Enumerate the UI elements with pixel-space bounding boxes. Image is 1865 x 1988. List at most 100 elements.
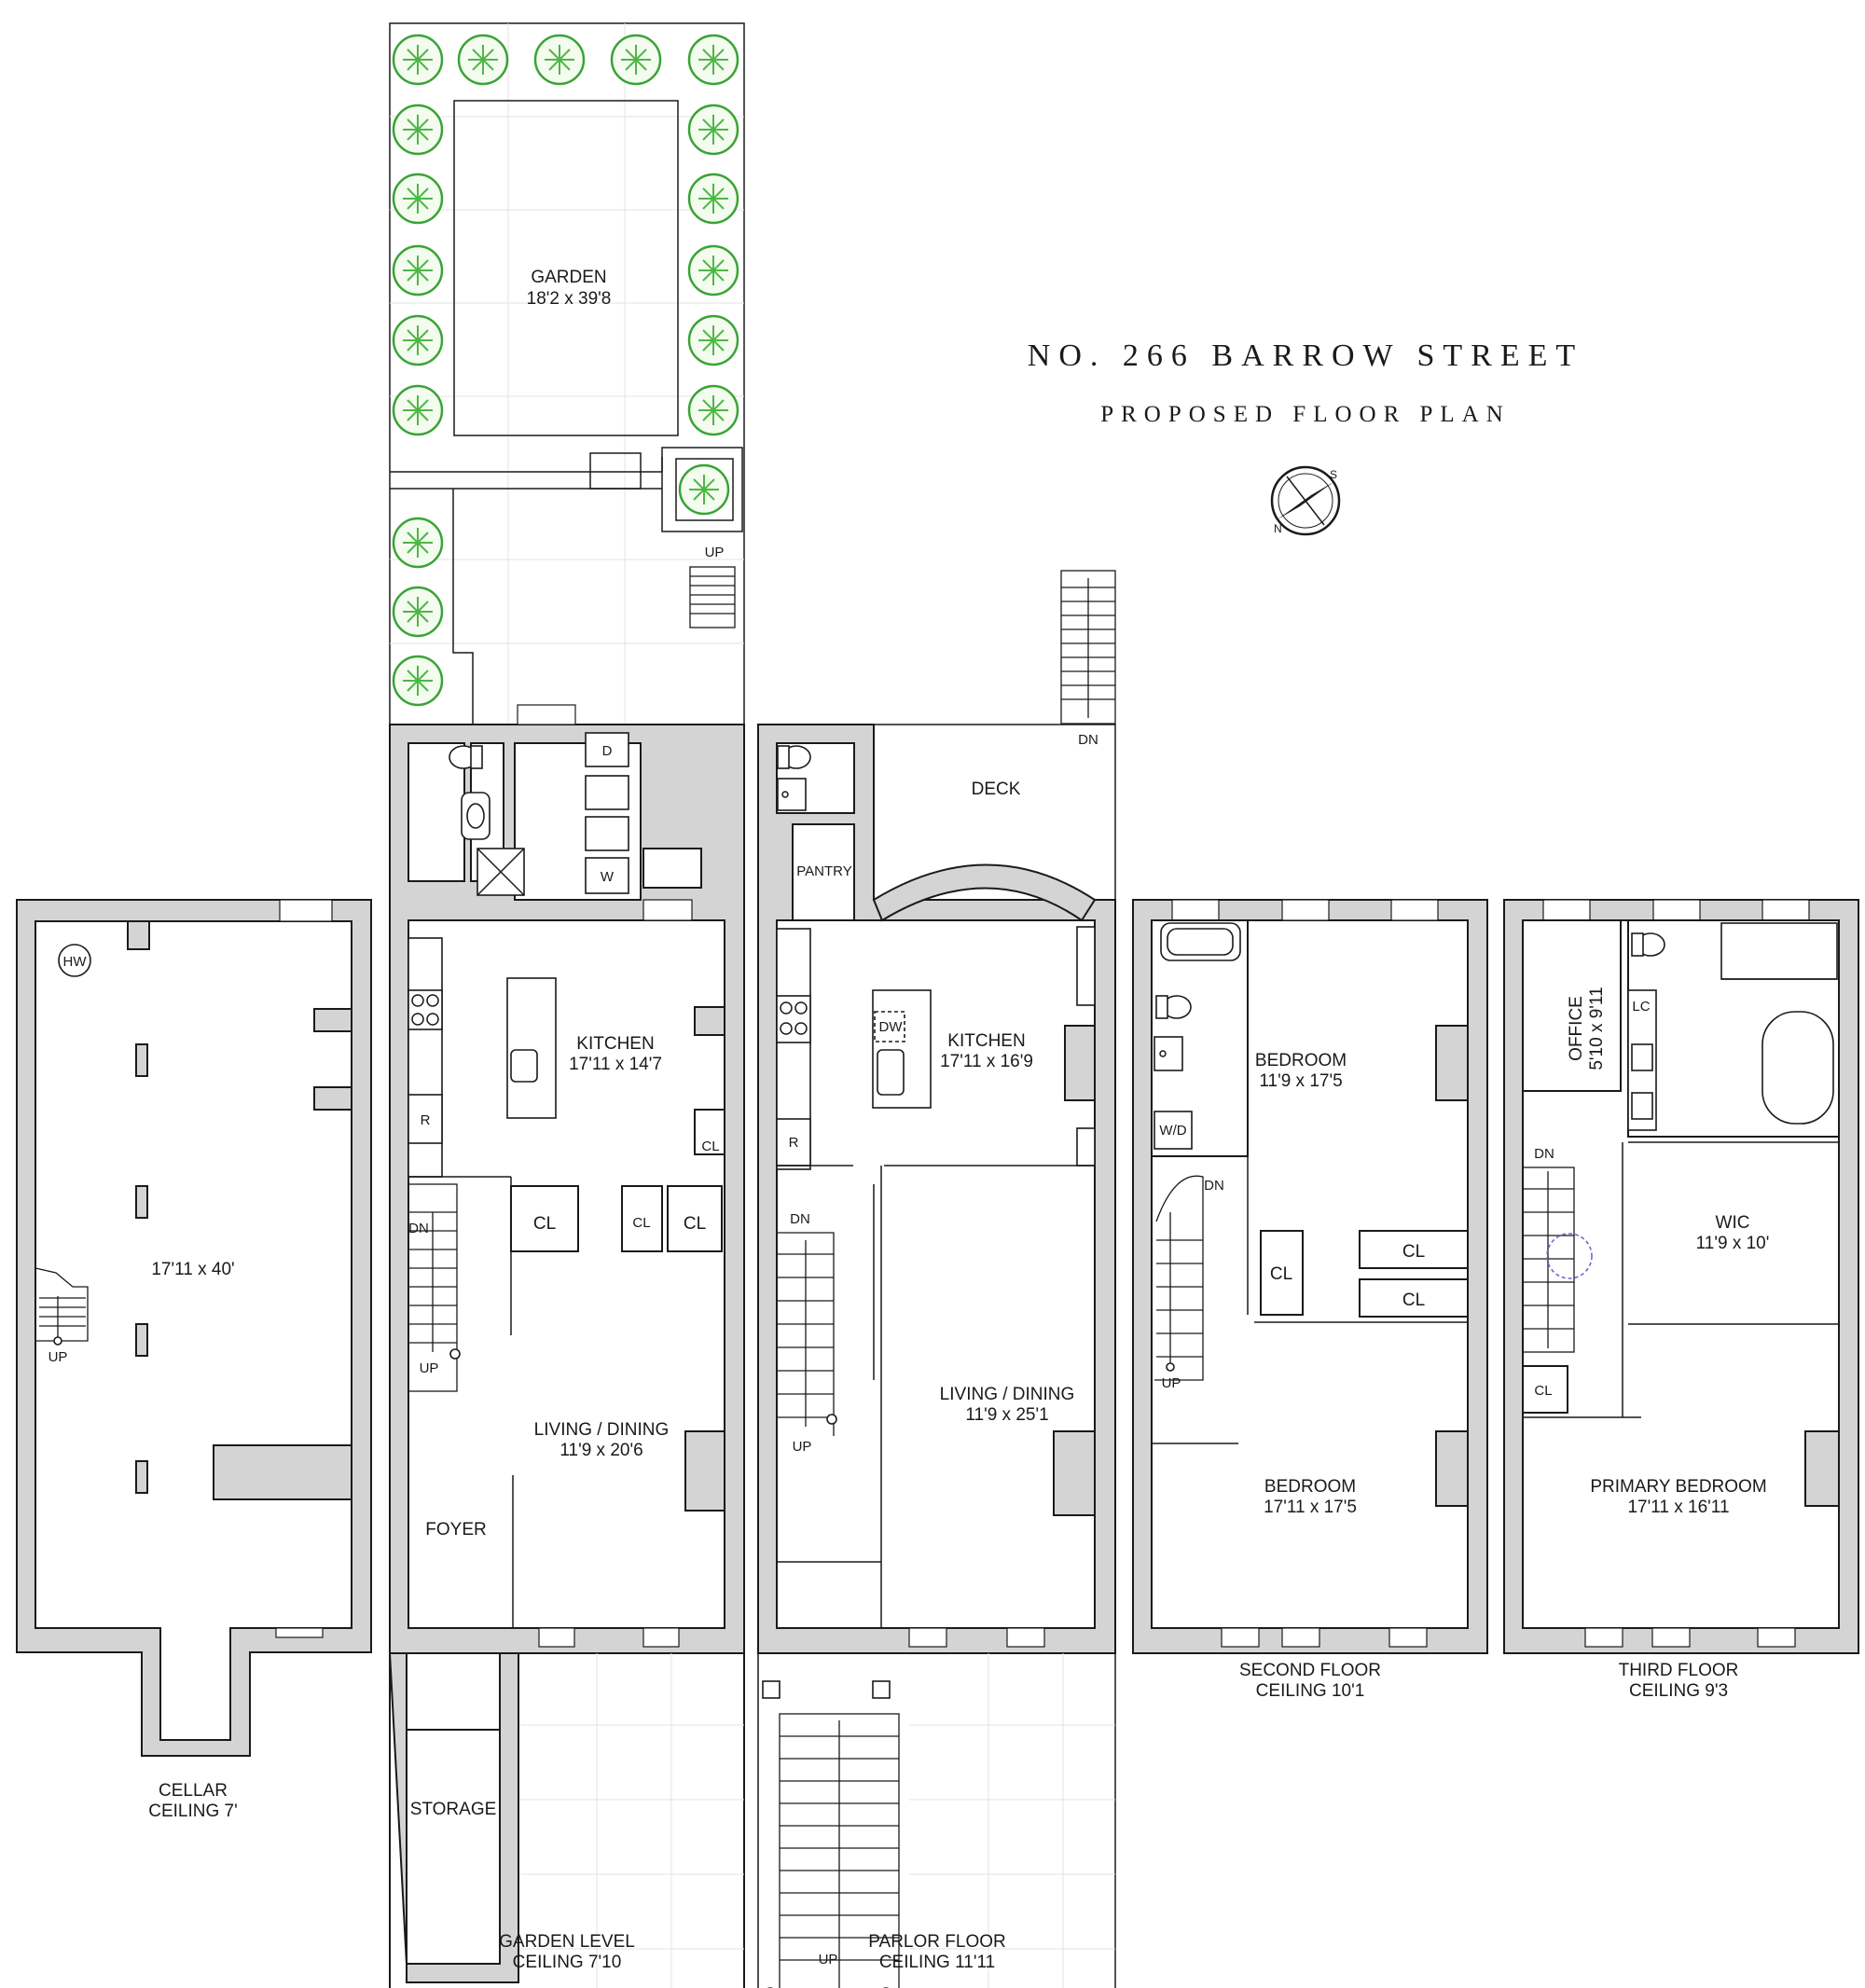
toilet-icon [1631,932,1665,957]
title-block: NO. 266 BARROW STREET PROPOSED FLOOR PLA… [1028,338,1583,536]
wic-name: WIC [1716,1213,1750,1233]
dishwasher-label: DW [879,1019,904,1035]
garden-dn-label: DN [408,1221,429,1236]
second-closet-label-1: CL [1270,1264,1292,1284]
garden-rear-stair [689,566,736,628]
parlor-ceiling: CEILING 11'11 [879,1953,995,1972]
shower-icon [477,848,525,896]
foyer-name: FOYER [425,1520,486,1539]
water-heater-icon [58,944,91,977]
primary-bedroom-name: PRIMARY BEDROOM [1590,1477,1766,1497]
parlor-rear-dn-label: DN [1078,732,1098,748]
svg-text:S: S [1330,468,1337,481]
toilet-icon [449,745,483,769]
garden-kitchen-name: KITCHEN [576,1034,654,1054]
roof-ladder-icon [1546,1233,1593,1279]
pantry-name: PANTRY [796,863,851,879]
garden-floor-name: GARDEN LEVEL [499,1932,635,1952]
garden-yard-dim: 18'2 x 39'8 [527,289,612,309]
second-closet-label-2: CL [1402,1242,1425,1262]
wic-dim: 11'9 x 10' [1696,1234,1770,1253]
garden-rear-up-label: UP [705,545,725,560]
third-floor-stair [1522,1167,1593,1353]
garden-closet-label-3: CL [684,1214,706,1234]
toilet-icon [1155,995,1192,1019]
sink-icon [461,792,490,840]
compass-icon: N S [1270,465,1341,536]
garden-closet-label-1: CL [533,1214,556,1234]
washer-dryer-label: W/D [1159,1123,1186,1139]
second-ceiling: CEILING 10'1 [1256,1681,1365,1701]
parlor-living-dim: 11'9 x 25'1 [965,1405,1048,1425]
third-ceiling: CEILING 9'3 [1629,1681,1728,1701]
garden-yard-name: GARDEN [531,268,606,287]
third-closet-label: CL [1534,1383,1552,1399]
stove-icon [408,989,443,1030]
parlor-kitchen-dim: 17'11 x 16'9 [940,1052,1033,1071]
parlor-up-label: UP [793,1439,812,1455]
washer-label: W [601,869,615,885]
second-dn-label: DN [1204,1178,1224,1194]
second-closet-label-3: CL [1402,1291,1425,1310]
parlor-floor-name: PARLOR FLOOR [868,1932,1005,1952]
cellar-plan: HW UP 17'11 x 40' CELLAR CEILING 7' [16,899,372,1821]
shower-icon [1720,922,1838,980]
svg-text:N: N [1274,522,1282,535]
bathtub-icon [1761,1011,1834,1125]
water-heater-label: HW [63,954,88,970]
parlor-rear-stair [1060,570,1116,725]
primary-bedroom-dim: 17'11 x 16'11 [1627,1498,1729,1517]
cellar-ceiling: CEILING 7' [148,1802,238,1821]
parlor-interior-stair [777,1232,837,1436]
garden-living-name: LIVING / DINING [534,1420,670,1440]
garden-interior-stair [408,1183,461,1392]
office-name: OFFICE [1567,996,1586,1061]
sink-icon [1631,1043,1653,1120]
deck-name: DECK [972,780,1021,799]
storage-name: STORAGE [410,1800,497,1819]
cellar-up-label: UP [48,1349,68,1365]
tree-icon-group [392,34,739,707]
garden-level-plan: UP GARDEN 18'2 x 39'8 [388,22,745,1988]
parlor-fridge-label: R [789,1135,799,1151]
stove-icon [776,995,811,1043]
fireplace-icon [1804,1430,1840,1507]
front-bedroom-name: BEDROOM [1264,1477,1356,1497]
second-floor-stair [1154,1175,1204,1381]
garden-kitchen-dim: 17'11 x 14'7 [569,1055,662,1074]
parlor-stoop [757,1652,1116,1988]
plan-subtitle: PROPOSED FLOOR PLAN [1100,402,1511,427]
second-up-label: UP [1162,1375,1181,1391]
fireplace-icon [1053,1025,1096,1516]
parlor-living-name: LIVING / DINING [940,1385,1075,1404]
garden-closet-label-4: CL [701,1139,719,1154]
parlor-dn-label: DN [790,1211,810,1227]
second-floor-name: SECOND FLOOR [1239,1661,1381,1680]
plan-title: NO. 266 BARROW STREET [1028,338,1583,373]
garden-closet-label-2: CL [632,1215,650,1231]
third-dn-label: DN [1534,1146,1554,1162]
office-dim: 5'10 x 9'11 [1587,987,1607,1070]
garden-ceiling: CEILING 7'10 [513,1953,622,1972]
parlor-kitchen-name: KITCHEN [947,1031,1025,1051]
garden-up-label: UP [420,1360,439,1376]
rear-bedroom-name: BEDROOM [1255,1051,1347,1070]
fireplace-icon [684,1006,725,1512]
garden-fridge-label: R [421,1112,431,1128]
parlor-stoop-up-label: UP [819,1952,838,1967]
cellar-room-dim: 17'11 x 40' [151,1260,234,1279]
cellar-stair [35,1267,89,1346]
second-floor-plan: W/D DN UP BEDROOM 11'9 x 17'5 CL CL CL B… [1132,899,1488,1701]
sink-icon [1154,1036,1183,1071]
front-bedroom-dim: 17'11 x 17'5 [1264,1498,1357,1517]
dryer-label: D [602,743,613,759]
bathtub-icon [1160,922,1241,961]
toilet-icon [777,745,811,769]
sink-icon [777,778,807,811]
cellar-floor-name: CELLAR [159,1781,228,1801]
third-floor-name: THIRD FLOOR [1619,1661,1739,1680]
rear-bedroom-dim: 11'9 x 17'5 [1259,1071,1342,1091]
garden-living-dim: 11'9 x 20'6 [560,1441,642,1460]
parlor-floor-plan: DN DECK PANTRY R DW KITCHEN 17'11 x 16'9 [757,570,1116,1988]
